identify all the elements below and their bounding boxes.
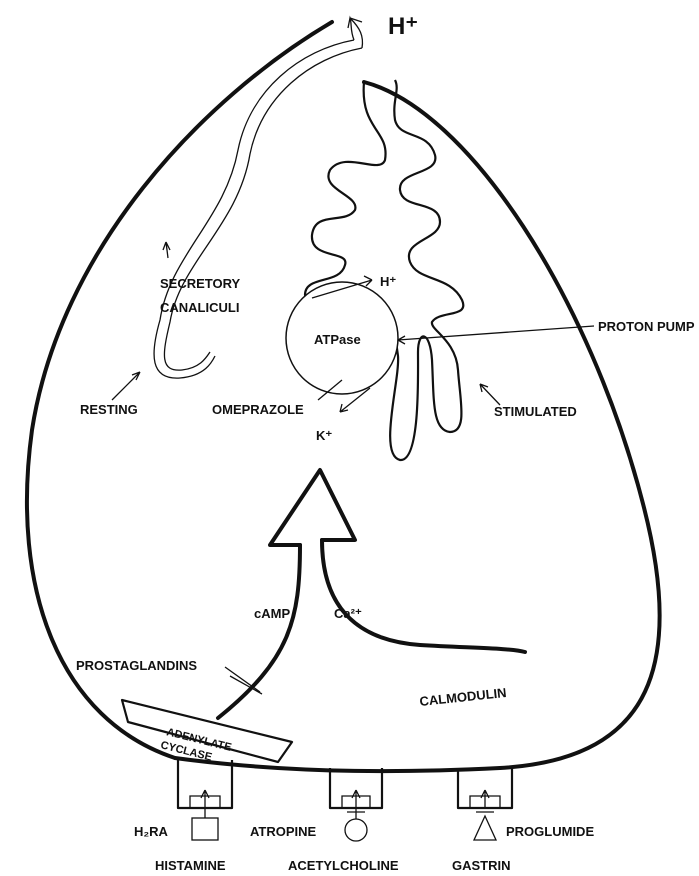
acetylcholine-receptor [330,768,382,841]
secretory-pointer [163,242,170,258]
prostaglandins-label: PROSTAGLANDINS [76,658,197,673]
h-plus-arrow [348,18,363,48]
proton-pump-label: PROTON PUMP [598,319,695,334]
ca2-label: Ca²⁺ [334,606,362,621]
atpase-label: ATPase [314,332,361,347]
h-plus-top-label: H⁺ [388,13,418,40]
signal-arrow [270,470,355,545]
calcium-pathway [322,540,525,652]
atropine-label: ATROPINE [250,824,317,839]
basal-membrane [175,758,500,771]
stimulated-canaliculus [305,80,463,460]
proglumide-label: PROGLUMIDE [506,824,594,839]
k-plus-label: K⁺ [316,428,332,443]
cell-membrane-right [364,82,660,768]
stimulated-label: STIMULATED [494,404,577,419]
secretory-label: SECRETORY [160,276,241,291]
calmodulin-label: CALMODULIN [419,685,507,709]
cell-membrane-left [27,22,332,758]
omeprazole-label: OMEPRAZOLE [212,402,304,417]
resting-pointer [112,372,140,400]
histamine-label: HISTAMINE [155,858,226,873]
h2ra-label: H₂RA [134,824,169,839]
acetylcholine-label: ACETYLCHOLINE [288,858,399,873]
histamine-receptor [178,760,232,840]
prostaglandin-pointer [225,667,260,692]
stimulated-pointer [480,384,500,405]
canaliculi-label: CANALICULI [160,300,239,315]
gastrin-label: GASTRIN [452,858,511,873]
camp-label: cAMP [254,606,290,621]
resting-label: RESTING [80,402,138,417]
h-plus-pump-label: H⁺ [380,274,396,289]
gastrin-receptor [458,768,512,840]
